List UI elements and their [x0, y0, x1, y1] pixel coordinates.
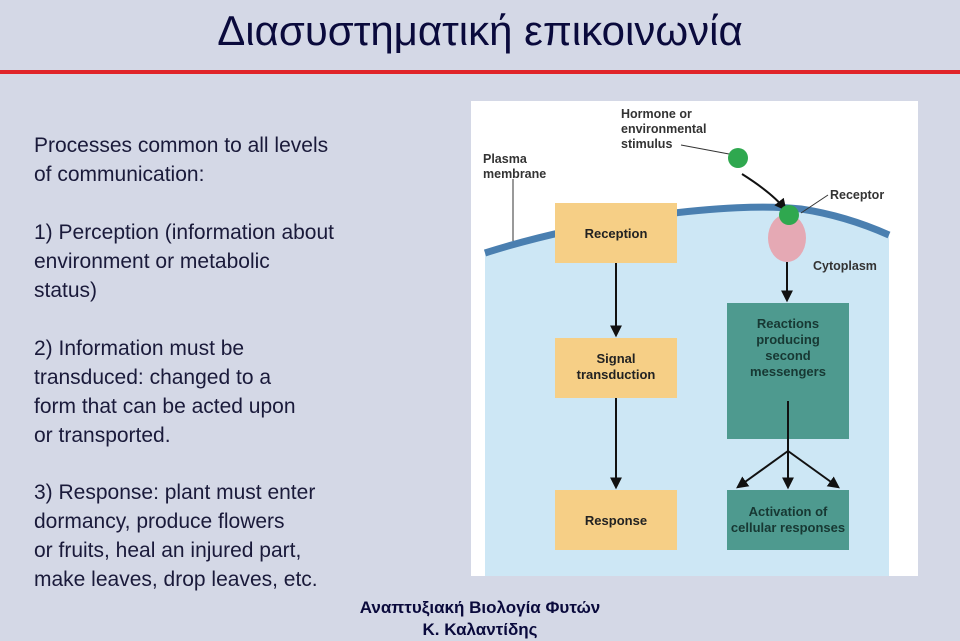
- cytoplasm-label: Cytoplasm: [813, 259, 877, 273]
- signal-transduction-diagram: Hormone or environmental stimulus Plasma…: [471, 101, 918, 576]
- signal-box-label-line2: transduction: [577, 367, 656, 382]
- ligand-binding-arrow: [741, 173, 787, 211]
- hormone-label-line1: Hormone or: [621, 107, 692, 121]
- slide-title: Διασυστηματική επικοινωνία: [217, 7, 743, 54]
- plasma-label-line1: Plasma: [483, 152, 528, 166]
- response-box-label: Response: [585, 513, 647, 528]
- hormone-pointer-line: [680, 144, 730, 155]
- hormone-label-line2: environmental: [621, 122, 706, 136]
- activation-box-line2: cellular responses: [731, 520, 845, 535]
- reactions-box-line3: second: [765, 348, 811, 363]
- hormone-ligand-icon: [728, 148, 748, 168]
- reactions-box-line1: Reactions: [757, 316, 819, 331]
- footer-author: Κ. Καλαντίδης: [422, 620, 538, 639]
- receptor-pointer-line: [800, 194, 829, 214]
- signal-transduction-box: [555, 338, 677, 398]
- response-box: [555, 490, 677, 550]
- intro-text: Processes common to all levels of commun…: [34, 134, 329, 186]
- cellular-response-box: [727, 490, 849, 550]
- arrow-branch-right: [787, 450, 840, 489]
- hormone-label-line3: stimulus: [621, 137, 672, 151]
- point-transduction: 2) Information must be transduced: chang…: [34, 337, 296, 447]
- signal-box-label-line1: Signal: [596, 351, 635, 366]
- plasma-label-line2: membrane: [483, 167, 546, 181]
- footer-course: Αναπτυξιακή Βιολογία Φυτών: [359, 598, 601, 617]
- reactions-box-line2: producing: [756, 332, 820, 347]
- receptor-label: Receptor: [830, 188, 884, 202]
- reactions-box-line4: messengers: [750, 364, 826, 379]
- reception-box: [555, 203, 677, 263]
- point-perception: 1) Perception (information about environ…: [34, 221, 334, 302]
- title-divider: [0, 70, 960, 74]
- receptor-protein-icon: [768, 214, 806, 262]
- arrow-branch-left: [736, 450, 789, 489]
- bound-ligand-icon: [779, 205, 799, 225]
- point-response: 3) Response: plant must enter dormancy, …: [34, 481, 318, 591]
- activation-box-line1: Activation of: [749, 504, 828, 519]
- reception-box-label: Reception: [585, 226, 648, 241]
